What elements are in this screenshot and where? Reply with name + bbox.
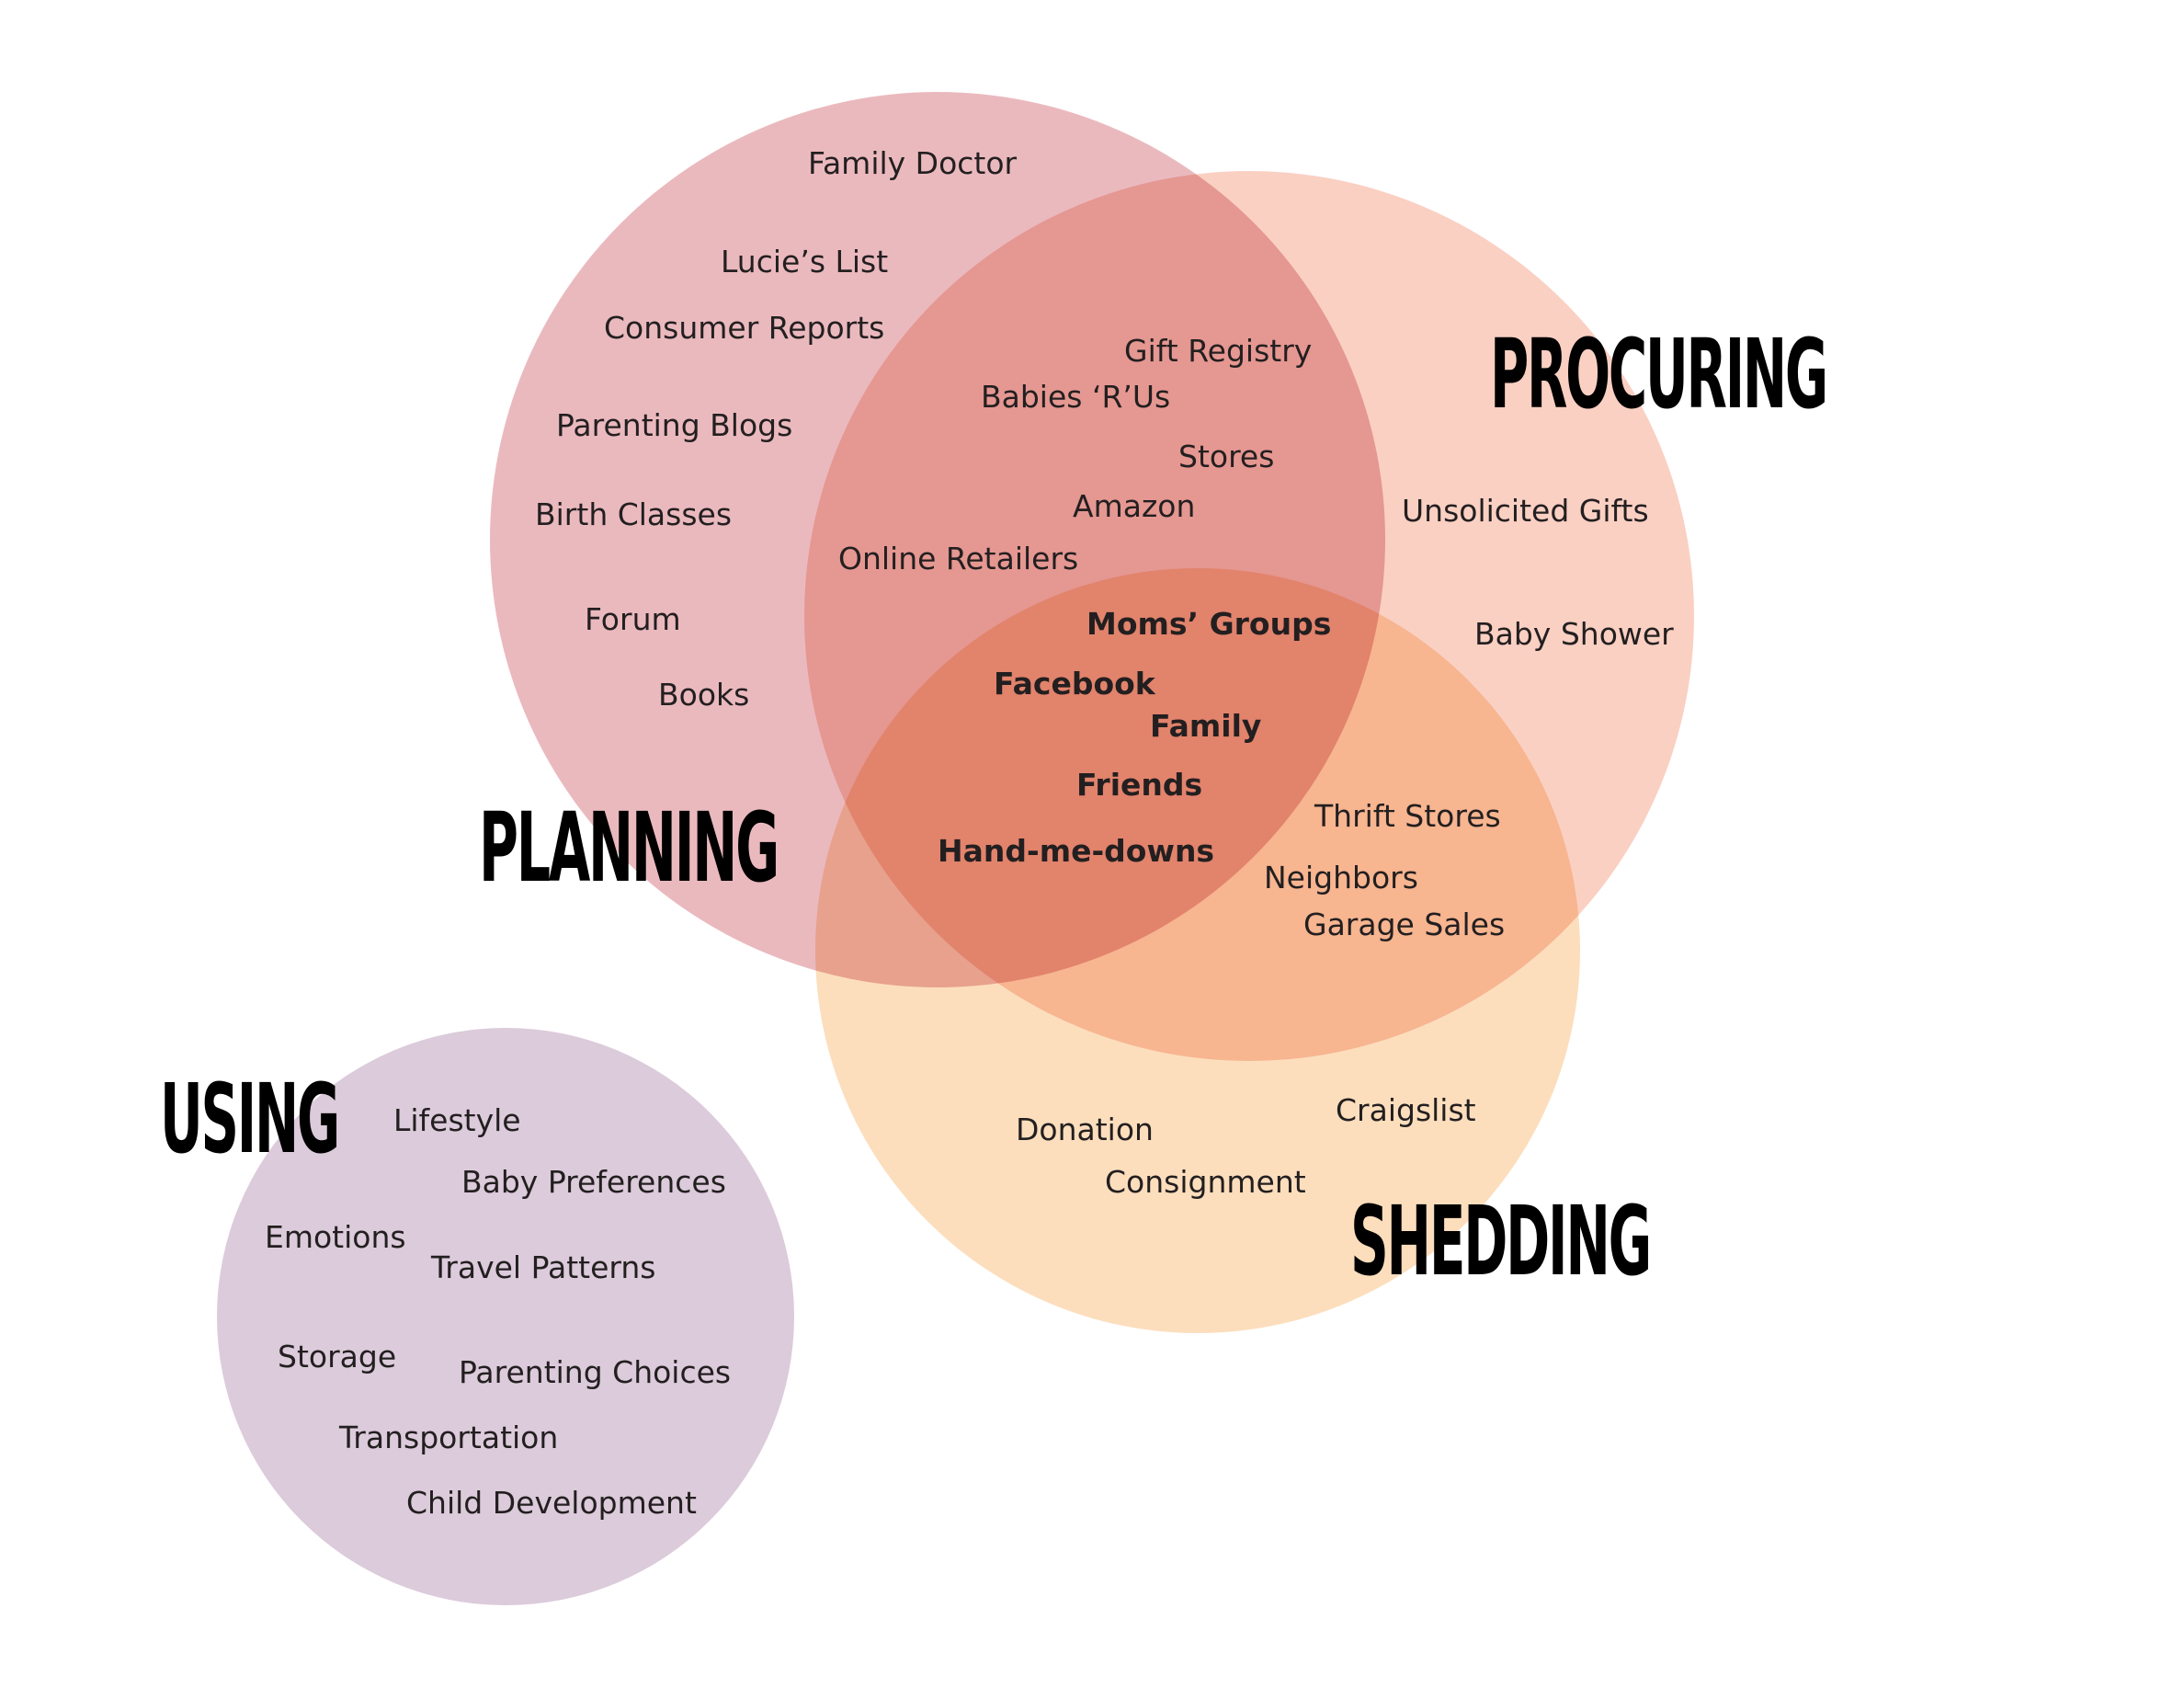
item-stores: Stores <box>1178 439 1274 474</box>
item-lifestyle: Lifestyle <box>393 1102 521 1138</box>
item-lucies-list: Lucie’s List <box>721 244 888 279</box>
item-donation: Donation <box>1016 1112 1154 1147</box>
item-travel-patterns: Travel Patterns <box>430 1249 656 1285</box>
shedding-circle <box>815 568 1580 1333</box>
shedding-heading: SHEDDING <box>1350 1185 1650 1297</box>
item-baby-shower: Baby Shower <box>1474 616 1674 652</box>
item-garage-sales: Garage Sales <box>1303 907 1505 942</box>
using-circle <box>217 1028 794 1605</box>
item-emotions: Emotions <box>265 1219 406 1255</box>
item-books: Books <box>658 677 749 713</box>
item-gift-registry: Gift Registry <box>1124 333 1312 369</box>
item-amazon: Amazon <box>1073 488 1195 524</box>
item-parenting-blogs: Parenting Blogs <box>556 407 792 443</box>
item-family-doctor: Family Doctor <box>808 145 1018 181</box>
item-child-development: Child Development <box>406 1485 697 1521</box>
item-baby-preferences: Baby Preferences <box>461 1164 726 1200</box>
item-consignment: Consignment <box>1105 1164 1306 1200</box>
item-facebook: Facebook <box>994 666 1156 701</box>
item-storage: Storage <box>278 1339 396 1374</box>
item-consumer-reports: Consumer Reports <box>604 310 884 346</box>
item-family: Family <box>1150 708 1261 744</box>
item-neighbors: Neighbors <box>1264 860 1418 895</box>
item-birth-classes: Birth Classes <box>535 496 732 532</box>
item-unsolicited-gifts: Unsolicited Gifts <box>1402 493 1649 529</box>
planning-heading: PLANNING <box>479 792 778 904</box>
item-craigslist: Craigslist <box>1336 1092 1476 1128</box>
item-forum: Forum <box>585 601 681 637</box>
item-friends: Friends <box>1076 767 1202 803</box>
item-online-retailers: Online Retailers <box>838 541 1078 576</box>
item-moms-groups: Moms’ Groups <box>1086 606 1331 642</box>
item-babies-r-us: Babies ‘R’Us <box>981 379 1170 415</box>
using-heading: USING <box>160 1063 338 1175</box>
item-hand-me-downs: Hand-me-downs <box>938 833 1214 869</box>
item-parenting-choices: Parenting Choices <box>459 1354 731 1390</box>
item-transportation: Transportation <box>338 1420 558 1455</box>
item-thrift-stores: Thrift Stores <box>1314 798 1501 834</box>
procuring-heading: PROCURING <box>1490 318 1826 430</box>
